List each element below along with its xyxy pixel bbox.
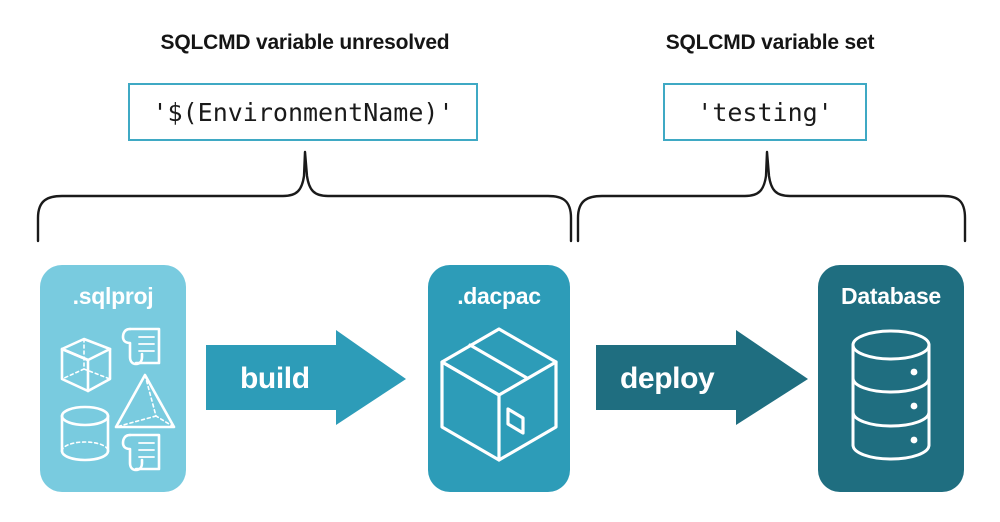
dacpac-artwork bbox=[440, 327, 558, 462]
stage-box-dacpac: .dacpac bbox=[428, 265, 570, 492]
stage-box-sqlproj: .sqlproj bbox=[40, 265, 186, 492]
scroll-icon bbox=[121, 327, 161, 366]
heading-sqlcmd-variable-set: SQLCMD variable set bbox=[665, 31, 875, 54]
database-artwork bbox=[851, 329, 931, 461]
arrow-build-shape bbox=[206, 330, 406, 425]
stage-box-database: Database bbox=[818, 265, 964, 492]
stage-label-sqlproj: .sqlproj bbox=[72, 283, 154, 309]
code-box-testing: 'testing' bbox=[663, 83, 867, 141]
stage-label-dacpac: .dacpac bbox=[457, 283, 541, 309]
code-box-environment-name: '$(EnvironmentName)' bbox=[128, 83, 478, 141]
arrow-build bbox=[206, 330, 406, 425]
brace-right bbox=[576, 150, 967, 243]
pyramid-icon bbox=[114, 373, 176, 429]
sqlproj-artwork bbox=[60, 327, 176, 472]
arrow-label-build: build bbox=[240, 362, 310, 395]
cube-icon bbox=[60, 337, 112, 393]
scroll-icon bbox=[121, 433, 161, 472]
brace-left bbox=[36, 150, 573, 243]
heading-sqlcmd-variable-unresolved: SQLCMD variable unresolved bbox=[160, 31, 450, 54]
arrow-deploy bbox=[596, 330, 808, 425]
package-box-icon bbox=[440, 327, 558, 462]
arrow-deploy-shape bbox=[596, 330, 808, 425]
arrow-label-deploy: deploy bbox=[620, 362, 715, 395]
stage-label-database: Database bbox=[841, 283, 941, 309]
cylinder-icon bbox=[60, 405, 110, 462]
database-cylinder-icon bbox=[851, 329, 931, 461]
